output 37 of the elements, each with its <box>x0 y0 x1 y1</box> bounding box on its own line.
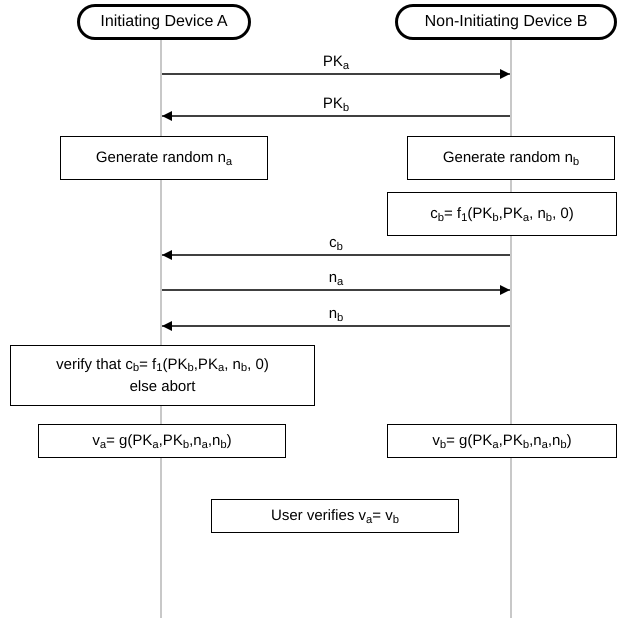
lifeline <box>510 458 512 618</box>
edge-label: PK$_{b}$ <box>322 95 350 113</box>
lifeline <box>510 180 512 192</box>
box-text: v$_{a}$= g(PK$_{a}$,PK$_{b}$,n$_{a}$,n$_{b}$) <box>92 431 232 452</box>
message-arrow <box>162 111 510 121</box>
message-arrow <box>162 321 510 331</box>
box-text: Generate random n$_{b}$ <box>442 148 580 169</box>
lifeline <box>160 40 162 136</box>
box-text: Generate random n$_{a}$ <box>96 148 232 169</box>
box-text: else abort <box>130 376 196 396</box>
process-box <box>211 499 459 533</box>
lifeline <box>160 458 162 618</box>
lifeline <box>510 236 512 424</box>
process-box <box>10 345 315 406</box>
process-box <box>38 424 286 458</box>
edge-label: PK$_{a}$ <box>322 53 350 71</box>
process-box <box>387 192 617 236</box>
process-box <box>407 136 615 180</box>
lifeline <box>510 40 512 136</box>
box-text: c$_{b}$= f$_{1}$(PK$_{b}$,PK$_{a}$, n$_{b}$, 0) <box>430 204 574 225</box>
box-text: User verifies v$_{a}$= v$_{b}$ <box>271 506 399 527</box>
process-box <box>60 136 268 180</box>
edge-label: n$_{b}$ <box>328 305 344 323</box>
participant-pill <box>395 4 617 40</box>
message-arrow <box>162 69 510 79</box>
edge-label: c$_{b}$ <box>329 234 343 252</box>
box-text: verify that c$_{b}$= f$_{1}$(PK$_{b}$,PK$_{a}$, n$_{b}$, 0) <box>56 354 269 376</box>
participant-pill <box>77 4 251 40</box>
box-text: Initiating Device A <box>100 12 228 32</box>
process-box <box>387 424 617 458</box>
lifeline <box>160 406 162 424</box>
message-arrow <box>162 285 510 295</box>
box-text: Non-Initiating Device B <box>424 12 588 32</box>
lifeline <box>160 180 162 345</box>
edge-label: n$_{a}$ <box>328 269 344 287</box>
box-text: v$_{b}$= g(PK$_{a}$,PK$_{b}$,n$_{a}$,n$_{b}$) <box>432 431 572 452</box>
message-arrow <box>162 250 510 260</box>
